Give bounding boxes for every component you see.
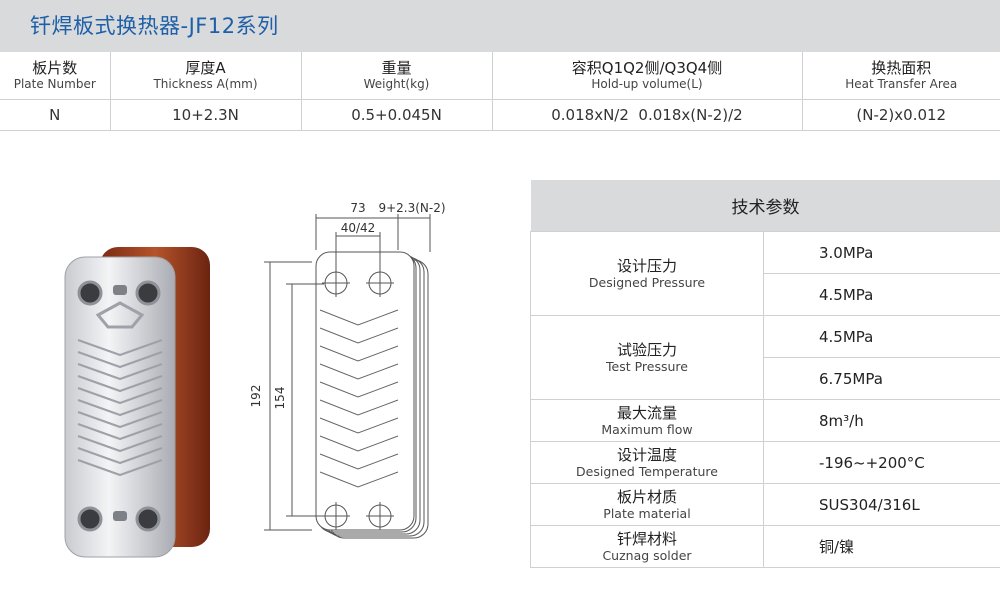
spec-value-weight: 0.5+0.045N: [301, 99, 493, 131]
tech-value: SUS304/316L: [763, 483, 1000, 526]
tech-value: 铜/镍: [763, 525, 1000, 568]
spec-header-thickness: 厚度A Thickness A(mm): [110, 52, 302, 100]
tech-label-test-pressure: 试验压力 Test Pressure: [530, 315, 764, 400]
tech-row-design-temperature: 设计温度 Designed Temperature -196~+200°C: [530, 441, 1000, 484]
spec-header-weight: 重量 Weight(kg): [301, 52, 493, 100]
tech-row-test-pressure-2: 6.75MPa: [531, 357, 1000, 400]
tech-row-design-pressure-2: 4.5MPa: [531, 273, 1000, 316]
spec-header-volume: 容积Q1Q2侧/Q3Q4侧 Hold-up volume(L): [492, 52, 803, 100]
dimension-height-outer-label: 192: [249, 385, 263, 408]
title-bar: 钎焊板式换热器-JF12系列: [0, 0, 1000, 52]
tech-value: 4.5MPa: [763, 315, 1000, 358]
dimension-drawing: 73 40/42 9+2.3(N-2) 192 154: [249, 201, 446, 539]
spec-value-plate-number: N: [0, 99, 111, 131]
dimension-height-inner-label: 154: [273, 387, 287, 410]
tech-row-test-pressure: 试验压力 Test Pressure 4.5MPa: [530, 315, 1000, 400]
heat-exchanger-photo: [64, 247, 210, 558]
technical-parameters-table: 技术参数 设计压力 Designed Pressure 3.0MPa 4.5MP…: [530, 180, 1000, 568]
tech-header-row: 技术参数: [530, 180, 1000, 232]
tech-value: -196~+200°C: [763, 441, 1000, 484]
tech-label-plate-material: 板片材质 Plate material: [530, 483, 764, 526]
dimension-width-label: 73: [350, 201, 365, 215]
tech-row-plate-material: 板片材质 Plate material SUS304/316L: [530, 483, 1000, 526]
spec-value-volume: 0.018xN/2 0.018x(N-2)/2: [492, 99, 803, 131]
dimension-stack-label: 9+2.3(N-2): [378, 201, 445, 215]
tech-row-design-pressure: 设计压力 Designed Pressure 3.0MPa: [530, 231, 1000, 316]
spec-value-area: (N-2)x0.012: [802, 99, 1000, 131]
dimension-port-label: 40/42: [341, 221, 376, 235]
tech-label-max-flow: 最大流量 Maximum flow: [530, 399, 764, 442]
spec-table: 板片数 Plate Number 厚度A Thickness A(mm) 重量 …: [0, 52, 1000, 131]
tech-label-solder: 钎焊材料 Cuznag solder: [530, 525, 764, 568]
tech-label-design-pressure: 设计压力 Designed Pressure: [530, 231, 764, 316]
spec-header-plate-number: 板片数 Plate Number: [0, 52, 111, 100]
tech-label-design-temperature: 设计温度 Designed Temperature: [530, 441, 764, 484]
spec-value-row: N 10+2.3N 0.5+0.045N 0.018xN/2 0.018x(N-…: [0, 99, 1000, 131]
page-title: 钎焊板式换热器-JF12系列: [30, 14, 279, 38]
tech-value: 8m³/h: [763, 399, 1000, 442]
spec-header-row: 板片数 Plate Number 厚度A Thickness A(mm) 重量 …: [0, 52, 1000, 100]
tech-row-max-flow: 最大流量 Maximum flow 8m³/h: [530, 399, 1000, 442]
tech-value: 4.5MPa: [763, 273, 1000, 316]
tech-value: 6.75MPa: [763, 357, 1000, 400]
tech-value: 3.0MPa: [763, 231, 1000, 274]
spec-header-area: 换热面积 Heat Transfer Area: [802, 52, 1000, 100]
tech-row-solder: 钎焊材料 Cuznag solder 铜/镍: [530, 525, 1000, 568]
tech-title: 技术参数: [530, 180, 1000, 232]
spec-value-thickness: 10+2.3N: [110, 99, 302, 131]
